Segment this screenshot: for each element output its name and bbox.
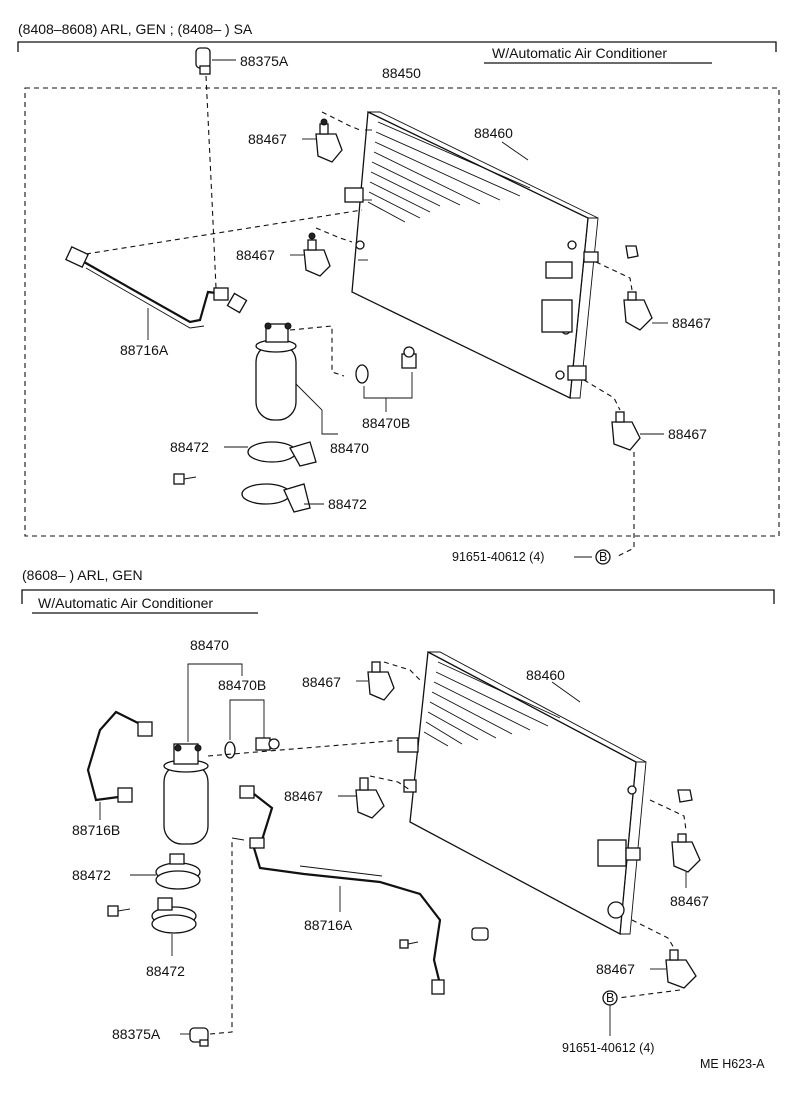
union-fitting [401, 346, 417, 369]
lower-condition-label: W/Automatic Air Conditioner [38, 595, 213, 611]
bolt-ref-lower: 91651-40612 (4) [562, 1041, 654, 1055]
label-88467-upper-d: 88467 [668, 426, 707, 442]
clamp-88472-b [241, 483, 311, 513]
label-88467-upper-b: 88467 [236, 247, 275, 263]
condenser-outlet-lower [597, 839, 627, 867]
label-88467-lower-d: 88467 [596, 961, 635, 977]
condenser-inlet-lower [397, 737, 419, 753]
bracket-88467-lower-a [367, 661, 395, 701]
bolt-lower-mid [399, 927, 489, 949]
pipe-88716a [65, 245, 248, 329]
bolt-ref-upper: 91651-40612 (4) [452, 550, 544, 564]
bolt-circle-upper [595, 549, 611, 565]
lower-section-header: (8608– ) ARL, GEN [22, 567, 143, 583]
upper-section: (8408–8608) ARL, GEN ; (8408– ) SA W/Aut… [17, 21, 780, 565]
condenser-unit-lower [397, 650, 647, 936]
bracket-88467-middle [303, 232, 331, 277]
label-88467-lower-b: 88467 [284, 788, 323, 804]
clamp-88472-a [247, 441, 317, 467]
bracket-88467-top [315, 118, 343, 163]
pipe-88716a-lower [231, 785, 445, 995]
label-88467-lower-a: 88467 [302, 674, 341, 690]
condenser-fins-lower [423, 661, 561, 747]
label-88470-lower: 88470 [190, 637, 229, 653]
pressure-switch-88375a [195, 47, 211, 75]
label-88716b: 88716B [72, 822, 120, 838]
label-88467-lower-c: 88467 [670, 893, 709, 909]
bracket-88467-lower [611, 411, 641, 451]
o-ring-lower [224, 741, 236, 759]
label-88470-upper: 88470 [330, 440, 369, 456]
label-88716a-upper: 88716A [120, 342, 169, 358]
bolt-lower-left [107, 905, 131, 917]
label-88472-upper-b: 88472 [328, 496, 367, 512]
leader-88460 [501, 141, 529, 161]
label-88716a-lower: 88716A [304, 917, 353, 933]
bracket-88467-lower-b [355, 777, 385, 819]
condenser-body [351, 111, 589, 399]
label-88472-upper-a: 88472 [170, 439, 209, 455]
clamp-88472-lower-b [151, 897, 197, 934]
condenser-inlet-fitting [344, 187, 364, 203]
label-88375a-lower: 88375A [112, 1026, 161, 1042]
pressure-switch-88375a-lower [189, 1027, 209, 1047]
upper-bracket [17, 41, 777, 52]
upper-section-header: (8408–8608) ARL, GEN ; (8408– ) SA [18, 21, 253, 37]
union-fitting-lower [255, 737, 280, 751]
lower-bracket [21, 589, 775, 604]
label-88460-lower: 88460 [526, 667, 565, 683]
label-88472-lower-a: 88472 [72, 867, 111, 883]
condenser-assembly-box [24, 87, 780, 537]
label-88467-upper-a: 88467 [248, 131, 287, 147]
label-88470b-lower: 88470B [218, 677, 266, 693]
bolt-upper [173, 473, 197, 485]
label-88460-upper: 88460 [474, 125, 513, 141]
condenser-fins [367, 121, 531, 223]
o-ring [355, 364, 369, 384]
lower-section: (8608– ) ARL, GEN W/Automatic Air Condit… [21, 567, 775, 1071]
bracket-88467-lower-d [665, 949, 697, 989]
bolt-circle-letter-upper: B [599, 550, 607, 564]
condenser-unit [344, 111, 599, 399]
clamp-88472-lower-a [155, 853, 201, 890]
label-88375a-upper: 88375A [240, 53, 289, 69]
pipe-88716b [86, 710, 153, 803]
label-88472-lower-b: 88472 [146, 963, 185, 979]
figure-code: ME H623-A [700, 1057, 765, 1071]
bracket-88467-lower-c [671, 789, 701, 873]
receiver-88470-lower [163, 743, 209, 845]
label-88467-upper-c: 88467 [672, 315, 711, 331]
label-88450: 88450 [382, 65, 421, 81]
condenser-outlet-fitting [541, 299, 573, 333]
label-88470b-upper: 88470B [362, 415, 410, 431]
bracket-88467-right [623, 245, 653, 331]
upper-condition-label: W/Automatic Air Conditioner [492, 45, 667, 61]
bolt-circle-letter-lower: B [606, 991, 614, 1005]
receiver-88470 [255, 322, 297, 421]
